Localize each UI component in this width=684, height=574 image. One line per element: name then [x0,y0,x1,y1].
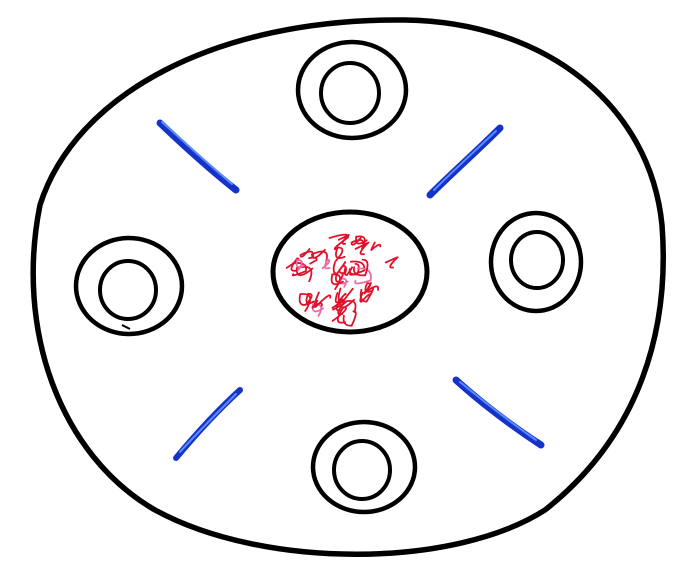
central-core [273,212,427,332]
scribble-stroke [300,249,313,257]
spoke-top-right [430,128,500,195]
satellite-ring-top [298,42,406,138]
spoke-bottom-left [176,390,240,458]
satellite-ring-left [76,238,182,334]
scribble-stroke [386,257,398,267]
scribble-stroke [323,260,330,269]
satellite-ring-right [491,213,581,311]
scribble-stroke [309,258,317,264]
scribble-stroke [312,250,327,261]
satellite-ring-bottom [313,422,415,512]
scribble-stroke [371,243,380,251]
spoke-bottom-right [456,380,541,445]
scribble-stroke [356,243,369,255]
scribble-stroke [344,311,356,325]
outer-circle [33,20,663,554]
spoke-top-left [160,122,236,190]
core-scribbles [287,235,398,326]
